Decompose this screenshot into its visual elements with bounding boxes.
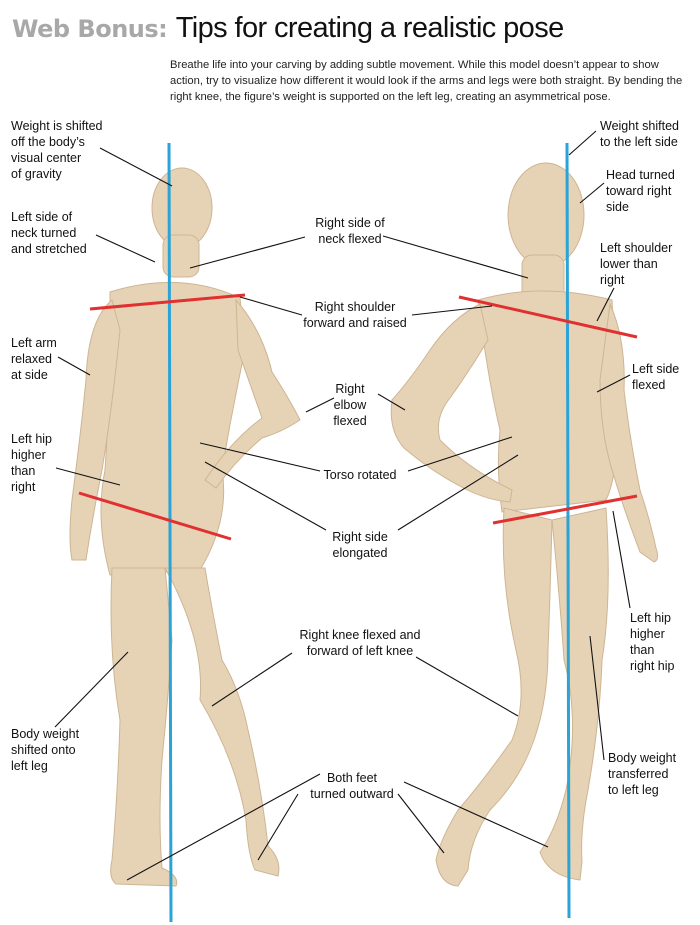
label-weight-shifted-left: Weight shifted to the left side [600, 119, 679, 149]
label-left-shoulder: Left shoulder lower than right [600, 241, 673, 287]
back-figure-torso [100, 281, 246, 576]
label-right-shoulder: Right shoulder forward and raised [303, 300, 407, 330]
front-hip-tilt-line [492, 494, 638, 525]
leader-feet-back-right [257, 793, 299, 861]
page-title: Tips for creating a realistic pose [175, 12, 565, 44]
leader-torso-back [199, 442, 321, 472]
leader-right-neck-front [382, 235, 529, 279]
label-right-side: Right side elongated [332, 530, 388, 560]
leader-body-weight-back [54, 651, 129, 728]
label-right-elbow: Right elbow flexed [333, 382, 367, 428]
label-right-neck: Right side of neck flexed [315, 216, 385, 246]
leader-left-neck [95, 234, 156, 263]
front-shoulder-tilt-line [458, 295, 638, 339]
leader-right-shoulder-front [411, 305, 493, 316]
web-bonus-label: Web Bonus: [12, 15, 168, 43]
leader-left-arm [57, 356, 91, 376]
back-figure-gravity-line [167, 142, 173, 923]
leader-right-neck-back [189, 236, 306, 269]
back-figure-neck [162, 234, 200, 278]
leader-torso-front [407, 436, 513, 472]
back-shoulder-tilt-line [89, 293, 246, 311]
front-figure-right-arm [390, 303, 513, 503]
back-figure-left-leg [110, 567, 178, 887]
back-hip-tilt-line [78, 491, 232, 541]
leader-left-hip-front [612, 510, 631, 609]
leader-feet-front-right [403, 781, 549, 848]
leader-weight-shifted-body [99, 147, 173, 187]
label-feet: Both feet turned outward [310, 771, 394, 801]
back-figure-right-leg [164, 567, 280, 877]
leader-right-elbow-back [305, 397, 335, 413]
front-figure-gravity-line [565, 142, 571, 919]
label-left-hip-front: Left hip higher than right hip [630, 611, 675, 673]
back-figure [69, 167, 301, 887]
leader-lines [54, 130, 631, 881]
label-right-knee: Right knee flexed and forward of left kn… [299, 628, 421, 658]
leader-left-hip-back [55, 467, 121, 486]
label-head-turned: Head turned toward right side [606, 168, 675, 214]
front-figure-right-leg [435, 507, 553, 887]
label-body-weight-front: Body weight transferred to left leg [608, 751, 677, 797]
leader-weight-shifted-left [568, 130, 597, 156]
page-header: Web Bonus: Tips for creating a realistic… [12, 12, 564, 45]
front-figure-left-leg [539, 507, 609, 881]
leader-right-side-back [204, 461, 327, 531]
front-figure-torso [477, 290, 619, 513]
intro-paragraph: Breathe life into your carving by adding… [170, 59, 683, 103]
label-torso: Torso rotated [323, 468, 397, 482]
leader-feet-back-left [126, 773, 321, 881]
leader-left-shoulder [596, 287, 615, 322]
front-figure-head [507, 162, 585, 268]
leader-right-knee-back [211, 652, 293, 707]
label-left-hip-back: Left hip higher than right [11, 432, 53, 494]
leader-feet-front-left [397, 793, 445, 854]
leader-right-side-front [397, 454, 519, 531]
leader-right-shoulder-back [239, 296, 303, 316]
leader-right-knee-front [415, 656, 519, 717]
label-weight-shifted-body: Weight is shifted off the body’s visual … [11, 119, 103, 181]
leader-body-weight-front [589, 635, 605, 761]
leader-head-turned [579, 182, 605, 204]
front-figure-left-arm [599, 302, 659, 563]
leader-right-elbow-front [377, 393, 406, 411]
label-left-side: Left side flexed [632, 362, 680, 392]
label-left-arm: Left arm relaxed at side [11, 336, 57, 382]
leader-left-side [596, 374, 631, 393]
back-figure-right-arm [204, 298, 301, 489]
label-left-neck: Left side of neck turned and stretched [11, 210, 87, 256]
label-body-weight-back: Body weight shifted onto left leg [11, 727, 80, 773]
front-figure [390, 162, 659, 887]
